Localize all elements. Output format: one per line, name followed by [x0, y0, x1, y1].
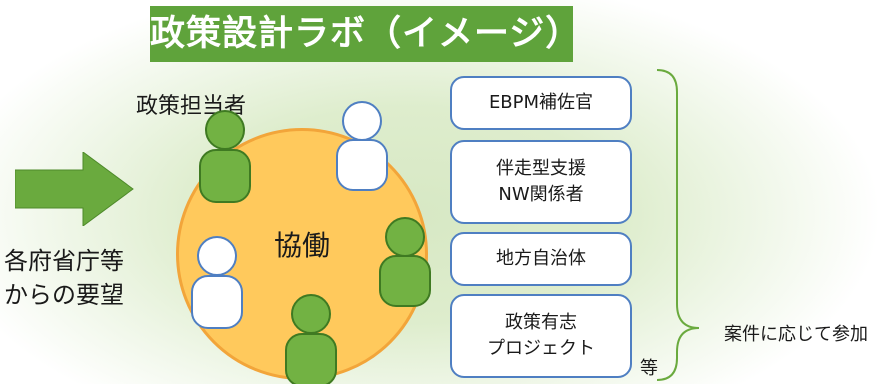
brace-label: 案件に応じて参加	[724, 324, 868, 345]
participant-box: 伴走型支援 NW関係者	[450, 140, 632, 224]
request-label: 各府省庁等 からの要望	[4, 247, 124, 309]
collaboration-label: 協働	[273, 229, 330, 262]
person-green-icon	[285, 294, 337, 384]
person-green-icon	[379, 217, 431, 307]
page-title: 政策設計ラボ（イメージ）	[150, 6, 580, 62]
person-white-icon	[191, 236, 243, 329]
etc-label: 等	[640, 358, 658, 379]
person-green-icon	[199, 110, 251, 203]
right-arrow-icon	[15, 152, 134, 226]
person-white-icon	[336, 101, 388, 191]
participant-box: 地方自治体	[450, 232, 632, 286]
participant-box: EBPM補佐官	[450, 76, 632, 130]
participant-box: 政策有志 プロジェクト	[450, 294, 632, 378]
right-brace-icon	[656, 69, 700, 381]
